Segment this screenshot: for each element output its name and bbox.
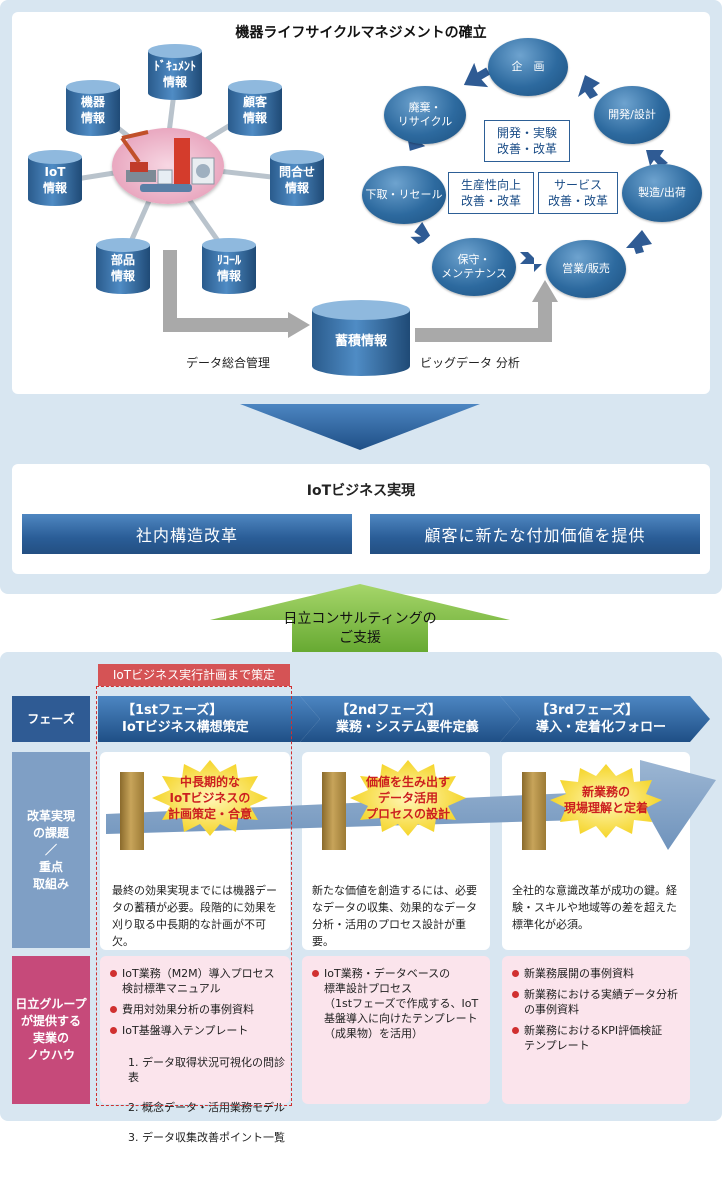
- row-label-knowhow: 日立グループ が提供する 実業の ノウハウ: [12, 956, 90, 1104]
- phase-2-badge: 価値を生み出す データ活用 プロセスの設計: [365, 775, 450, 821]
- iot-right-bar: 顧客に新たな付加価値を提供: [370, 514, 700, 554]
- phase-1-header: 【1stフェーズ】 IoTビジネス構想策定: [122, 703, 249, 735]
- phase-3-header: 【3rdフェーズ】 導入・定着化フォロー: [536, 703, 667, 735]
- iot-left-bar: 社内構造改革: [22, 514, 352, 554]
- knowhow-item: 新業務展開の事例資料: [512, 966, 684, 981]
- phase-1-dashed-outline: [96, 686, 292, 1106]
- cycle-node-tradein: 下取・リセール: [362, 166, 446, 224]
- iot-title: IoTビジネス実現: [306, 483, 416, 499]
- storage-label: 蓄積情報: [334, 334, 387, 349]
- cycle-arrows: [406, 62, 668, 272]
- up-arrow-icon: [210, 584, 510, 662]
- phase-chevrons: [98, 696, 710, 742]
- info-cylinder-iot: IoT 情報: [28, 150, 82, 206]
- info-cylinder-inquiry: 問合せ 情報: [270, 150, 324, 206]
- phase-2-knowhow-list: IoT業務・データベースの 標準設計プロセス （1stフェーズで作成する、IoT…: [312, 966, 484, 1047]
- support-label: 日立コンサルティングの ご支援: [283, 611, 437, 646]
- barrier-post-1: [120, 772, 144, 850]
- knowhow-item: 新業務における実績データ分析 の事例資料: [512, 987, 684, 1017]
- barrier-post-3: [522, 772, 546, 850]
- knowhow-subitem: 2. 概念データ・活用業務モデル: [128, 1101, 285, 1114]
- phase-2-knowhow-card: [302, 956, 490, 1104]
- storage-cylinder: 蓄積情報: [312, 300, 410, 378]
- knowhow-item: 新業務におけるKPI評価検証 テンプレート: [512, 1023, 684, 1053]
- knowhow-item: IoT業務（M2M）導入プロセス 検討標準マニュアル: [110, 966, 286, 996]
- phase-3-description: 全社的な意識改革が成功の鍵。経験・スキルや地域等の差を超えた標準化が必須。: [512, 884, 677, 931]
- phase-1-badge: 中長期的な IoTビジネスの 計画策定・合意: [167, 775, 252, 821]
- knowhow-item: IoT業務・データベースの 標準設計プロセス （1stフェーズで作成する、IoT…: [312, 966, 484, 1041]
- bigdata-analysis-label: ビッグデータ 分析: [420, 356, 520, 370]
- plan-tag: IoTビジネス実行計画まで策定: [98, 664, 290, 686]
- phase-3-knowhow-list: 新業務展開の事例資料 新業務における実績データ分析 の事例資料 新業務におけるK…: [512, 966, 684, 1059]
- info-cylinder-document: ﾄﾞｷｭﾒﾝﾄ 情報: [148, 44, 202, 100]
- data-management-label: データ総合管理: [186, 356, 271, 370]
- center-box-development: 開発・実験 改善・改革: [484, 120, 570, 162]
- cycle-node-planning: 企 画: [488, 38, 568, 96]
- info-cylinder-device: 機器 情報: [66, 80, 120, 136]
- machines-icon: [120, 130, 215, 192]
- knowhow-item: 費用対効果分析の事例資料: [110, 1002, 286, 1017]
- row-label-phase: フェーズ: [12, 696, 90, 742]
- center-box-service: サービス 改善・改革: [538, 172, 618, 214]
- knowhow-item-label: IoT基盤導入テンプレート: [122, 1024, 249, 1037]
- phase-1-knowhow-card: [100, 956, 290, 1104]
- cycle-node-sales: 営業/販売: [546, 240, 626, 298]
- phase-3-badge: 新業務の 現場理解と定着: [563, 785, 648, 815]
- badge-burst-2: [350, 760, 466, 836]
- info-cylinder-customer: 顧客 情報: [228, 80, 282, 136]
- phase-3-knowhow-card: [502, 956, 690, 1104]
- info-cylinder-parts: 部品 情報: [96, 238, 150, 294]
- barrier-post-2: [322, 772, 346, 850]
- info-cylinder-recall: ﾘｺｰﾙ 情報: [202, 238, 256, 294]
- cycle-node-maintenance: 保守・ メンテナンス: [432, 238, 516, 296]
- cycle-node-development: 開発/設計: [594, 86, 670, 144]
- cycle-node-disposal: 廃棄・ リサイクル: [384, 86, 466, 144]
- badge-burst-1: [152, 760, 268, 836]
- center-box-productivity: 生産性向上 改善・改革: [448, 172, 534, 214]
- down-chevron-icon: [240, 404, 480, 450]
- badge-burst-3: [550, 764, 662, 838]
- knowhow-subitem: 1. データ取得状況可視化の問診表: [128, 1056, 285, 1084]
- cycle-node-manufacturing: 製造/出荷: [622, 164, 702, 222]
- knowhow-subitem: 3. データ収集改善ポイント一覧: [128, 1131, 285, 1144]
- lifecycle-title: 機器ライフサイクルマネジメントの確立: [235, 25, 487, 41]
- phase-2-header: 【2ndフェーズ】 業務・システム要件定義: [336, 703, 479, 735]
- phase-1-description: 最終の効果実現までには機器データの蓄積が必要。段階的に効果を刈り取る中長期的な計…: [112, 884, 277, 948]
- row-label-challenges: 改革実現 の課題 ／ 重点 取組み: [12, 752, 90, 948]
- phase-2-description: 新たな価値を創造するには、必要なデータの収集、効果的なデータ分析・活用のプロセス…: [312, 884, 477, 948]
